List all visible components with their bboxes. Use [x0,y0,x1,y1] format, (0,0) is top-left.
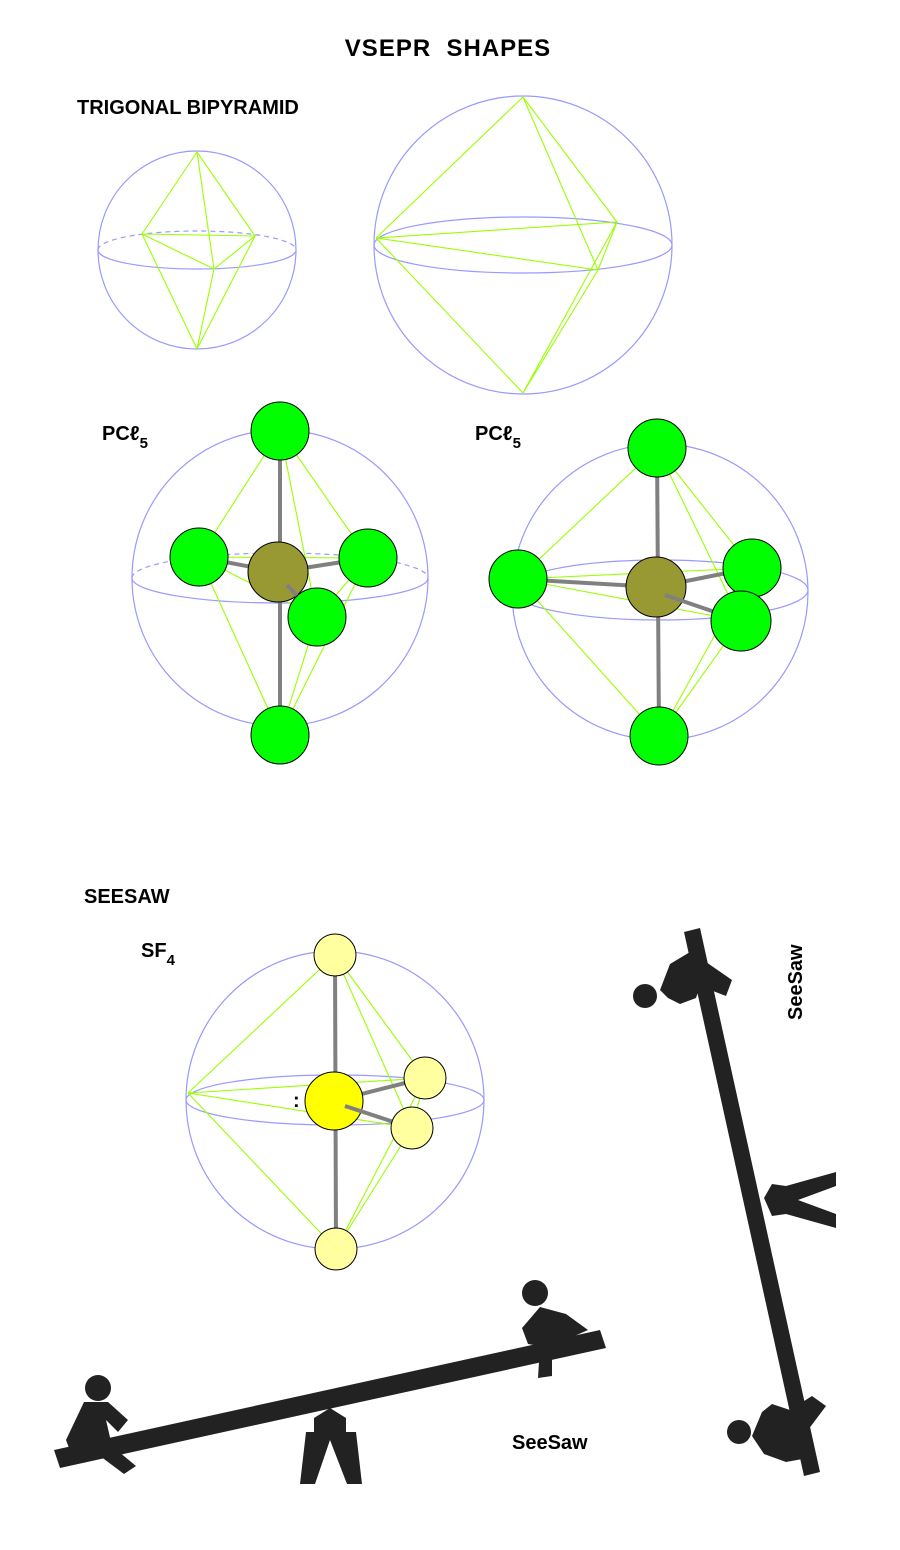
small-bipyramid-wireframe [97,150,297,350]
chlorine-atom [710,590,772,652]
chlorine-atom [627,418,687,478]
chlorine-atom [169,527,229,587]
seesaw-vertical-icon [633,928,836,1476]
seesaw-horizontal-icon [54,1280,606,1484]
seesaw-heading: SEESAW [84,886,170,908]
fluorine-atom [390,1106,434,1150]
chlorine-atom [722,538,782,598]
fluorine-atom [313,933,357,977]
chlorine-atom [629,706,689,766]
chlorine-atom [287,587,347,647]
chlorine-atom [488,549,548,609]
seesaw-caption-vertical: SeeSaw [785,944,807,1020]
phosphorus-atom [247,541,309,603]
pcl5-label-right: PCℓ5 [475,423,521,452]
phosphorus-atom [625,556,687,618]
pcl5-model-left [131,401,429,765]
chlorine-atom [250,401,310,461]
fluorine-atom [314,1227,358,1271]
large-bipyramid-wireframe [373,95,673,395]
pcl5-model-right [488,418,809,766]
lone-pair: : [293,1090,300,1112]
chlorine-atom [250,705,310,765]
page-title: VSEPR SHAPES [345,35,551,62]
chlorine-atom [338,528,398,588]
trigonal-bipyramid-heading: TRIGONAL BIPYRAMID [77,97,299,119]
sf4-label: SF4 [141,940,176,969]
sf4-model: : [185,933,485,1271]
fluorine-atom [403,1056,447,1100]
pcl5-label-left: PCℓ5 [102,423,148,452]
sulfur-atom [304,1071,364,1131]
seesaw-caption-horizontal: SeeSaw [512,1432,588,1454]
